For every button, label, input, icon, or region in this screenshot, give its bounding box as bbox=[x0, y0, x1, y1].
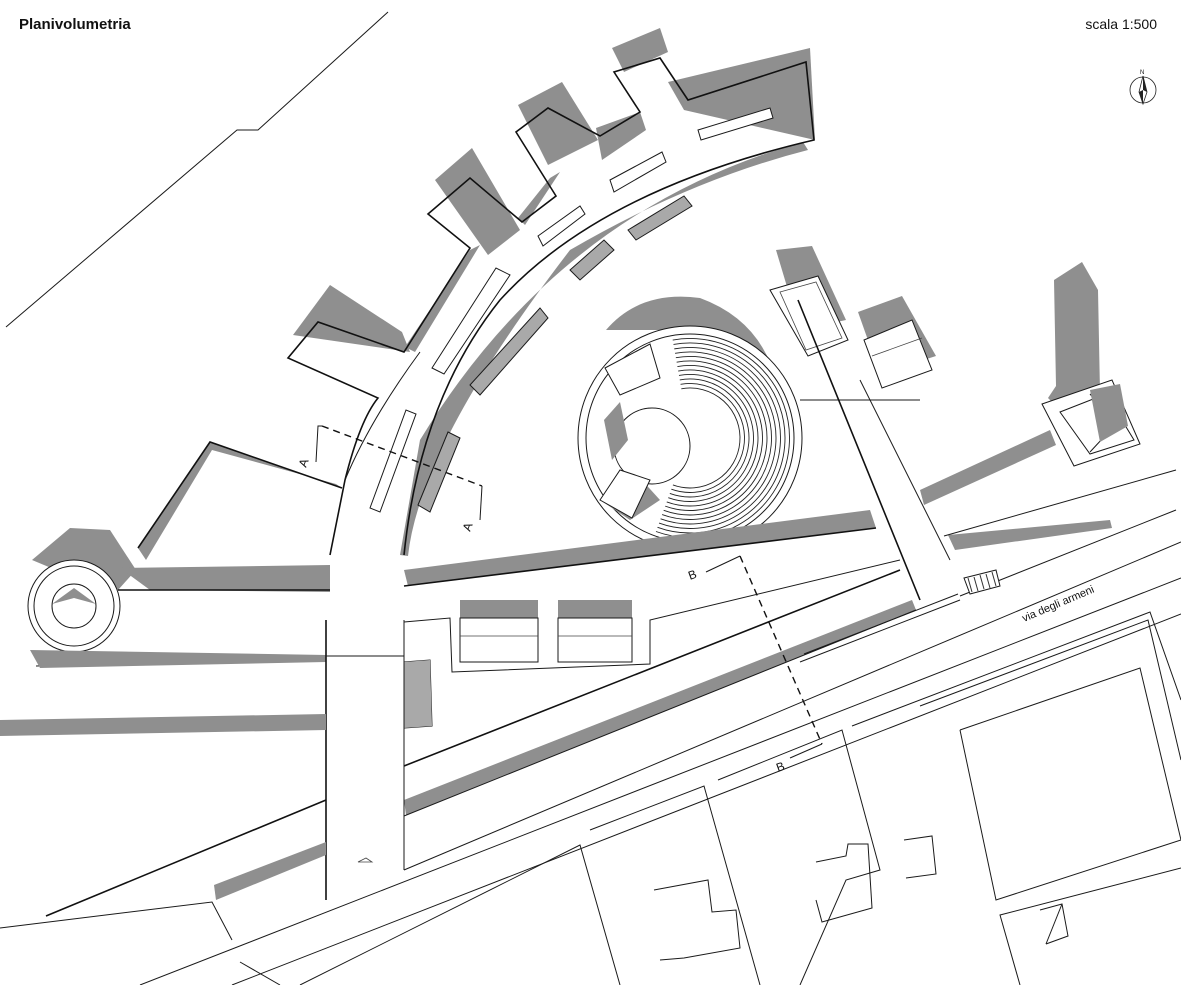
left-road bbox=[0, 620, 405, 941]
seating-ring bbox=[668, 374, 754, 502]
section-line-a bbox=[315, 425, 483, 521]
seating-ring bbox=[665, 365, 763, 511]
north-label: N bbox=[1140, 70, 1144, 76]
promenade bbox=[403, 469, 1177, 817]
section-b-start-label: B bbox=[686, 567, 698, 583]
section-line-b bbox=[705, 555, 823, 759]
north-boundary-line bbox=[5, 11, 389, 328]
amphitheatre bbox=[577, 296, 803, 551]
north-arrow-icon: N bbox=[1129, 70, 1157, 106]
section-a-start-label: A bbox=[296, 457, 312, 469]
seating-ring bbox=[660, 351, 777, 525]
street-label: via degli armeni bbox=[1020, 584, 1096, 625]
arc-building-outline bbox=[286, 57, 815, 556]
seating-ring bbox=[672, 387, 741, 489]
right-buildings bbox=[769, 246, 1141, 601]
plaza bbox=[403, 399, 1056, 587]
seating-ring bbox=[663, 360, 768, 516]
street-edges bbox=[139, 541, 1181, 986]
arc-pavilions bbox=[417, 195, 693, 513]
seating-ring bbox=[671, 383, 745, 493]
arc-building-shadows bbox=[293, 28, 815, 556]
scale-label: scala 1:500 bbox=[1085, 16, 1157, 32]
drawing-title: Planivolumetria bbox=[19, 16, 131, 33]
seating-ring bbox=[661, 356, 772, 520]
seating-ring bbox=[666, 369, 759, 507]
lower-blocks bbox=[403, 559, 901, 729]
left-wing bbox=[27, 441, 343, 668]
seating-ring bbox=[669, 378, 750, 498]
section-a-end-label: A bbox=[460, 521, 476, 533]
seating-ring bbox=[658, 347, 781, 529]
arc-benches bbox=[369, 107, 774, 513]
south-blocks bbox=[239, 611, 1181, 986]
